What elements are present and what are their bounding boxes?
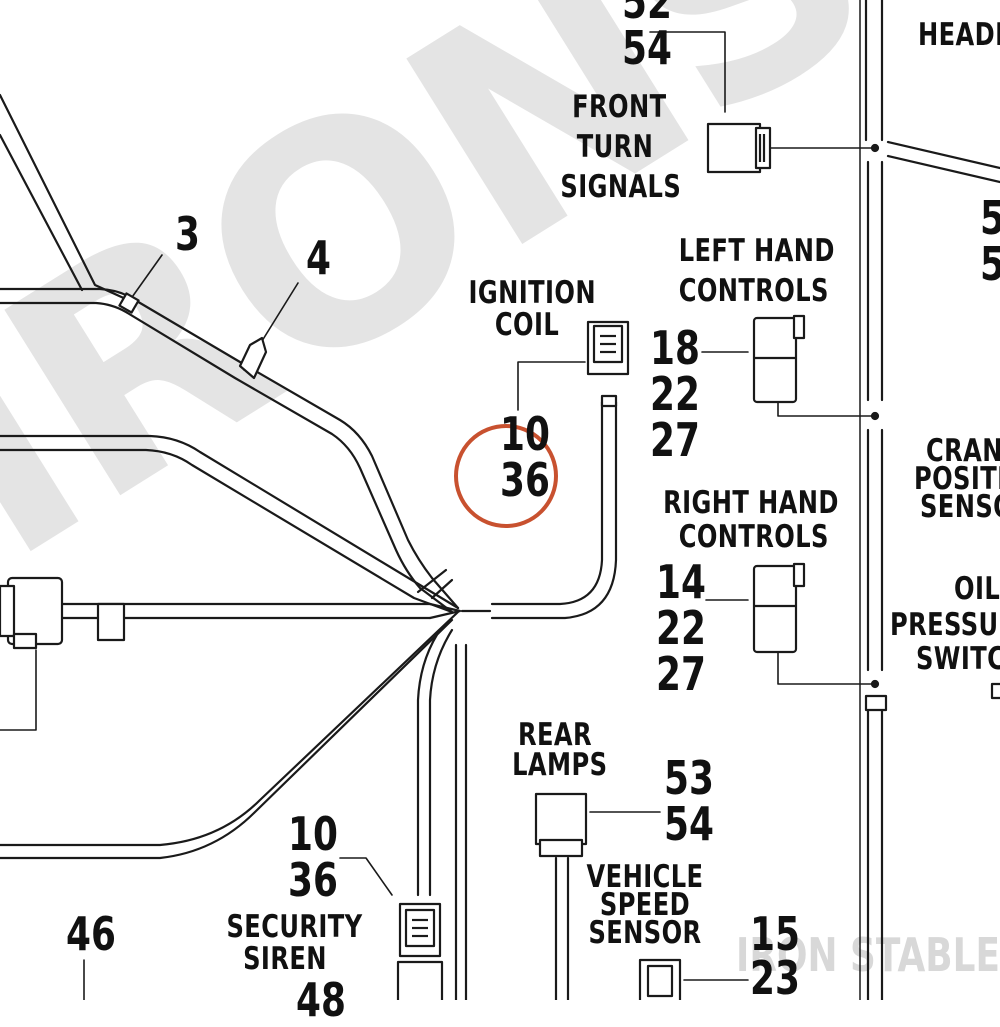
security-siren-num-2: 36	[288, 853, 338, 907]
right-hand-num-1: 14	[656, 555, 706, 609]
rear-lamps-label-2: LAMPS	[512, 747, 608, 783]
left-hand-controls-label-2: CONTROLS	[678, 273, 829, 309]
ignition-coil-label-2: COIL	[494, 307, 560, 343]
left-hand-controls-label-1: LEFT HAND	[678, 233, 835, 269]
right-hand-controls-label-2: CONTROLS	[678, 519, 829, 555]
left-hand-num-1: 18	[650, 321, 700, 375]
ignition-coil-label-1: IGNITION	[468, 275, 596, 311]
right-edge-num-2: 5	[980, 241, 1000, 287]
vehicle-speed-num-1: 15	[750, 907, 800, 961]
highlight-circle	[454, 424, 558, 528]
security-siren-label-2: SIREN	[243, 941, 327, 977]
vehicle-speed-num-2: 23	[750, 951, 800, 1005]
right-edge-num-1: 5	[980, 195, 1000, 241]
callout-48: 48	[296, 973, 346, 1027]
vehicle-speed-sensor-label-1: VEHICLE	[586, 859, 704, 895]
rear-lamps-num-1: 53	[664, 751, 714, 805]
callout-46: 46	[66, 907, 116, 961]
callout-4: 4	[306, 231, 331, 285]
callout-3: 3	[175, 207, 200, 261]
vehicle-speed-sensor-label-2: SPEED	[599, 887, 691, 923]
rear-lamps-num-2: 54	[664, 797, 714, 851]
left-hand-num-3: 27	[650, 413, 700, 467]
headlamp-num-bottom: 54	[622, 21, 672, 75]
crank-position-sensor-label-3: SENSO	[920, 489, 1000, 525]
crank-position-sensor-label-2: POSITI	[914, 461, 1000, 497]
security-siren-label-1: SECURITY	[226, 909, 363, 945]
left-hand-num-2: 22	[650, 367, 700, 421]
ignition-coil-num-2: 36	[500, 453, 550, 507]
oil-pressure-switch-label-2: PRESSUR	[890, 607, 1000, 643]
security-siren-num-1: 10	[288, 807, 338, 861]
right-hand-num-3: 27	[656, 647, 706, 701]
headlamp-label: HEADL	[918, 17, 1000, 53]
wiring-lines	[0, 0, 1000, 1000]
rear-lamps-label-1: REAR	[517, 717, 593, 753]
vehicle-speed-sensor-label-3: SENSOR	[588, 915, 702, 951]
right-hand-controls-label-1: RIGHT HAND	[663, 485, 839, 521]
right-hand-num-2: 22	[656, 601, 706, 655]
ignition-coil-num-1: 10	[500, 407, 550, 461]
front-turn-signals-label-1: FRONT	[572, 89, 667, 125]
headlamp-num-top: 52	[622, 0, 672, 29]
front-turn-signals-label-2: TURN	[576, 129, 654, 165]
oil-pressure-switch-label-1: OIL	[954, 571, 1000, 607]
front-turn-signals-label-3: SIGNALS	[560, 169, 682, 205]
oil-pressure-switch-label-3: SWITC	[916, 641, 1000, 677]
crank-position-sensor-label-1: CRAN	[926, 433, 1000, 469]
